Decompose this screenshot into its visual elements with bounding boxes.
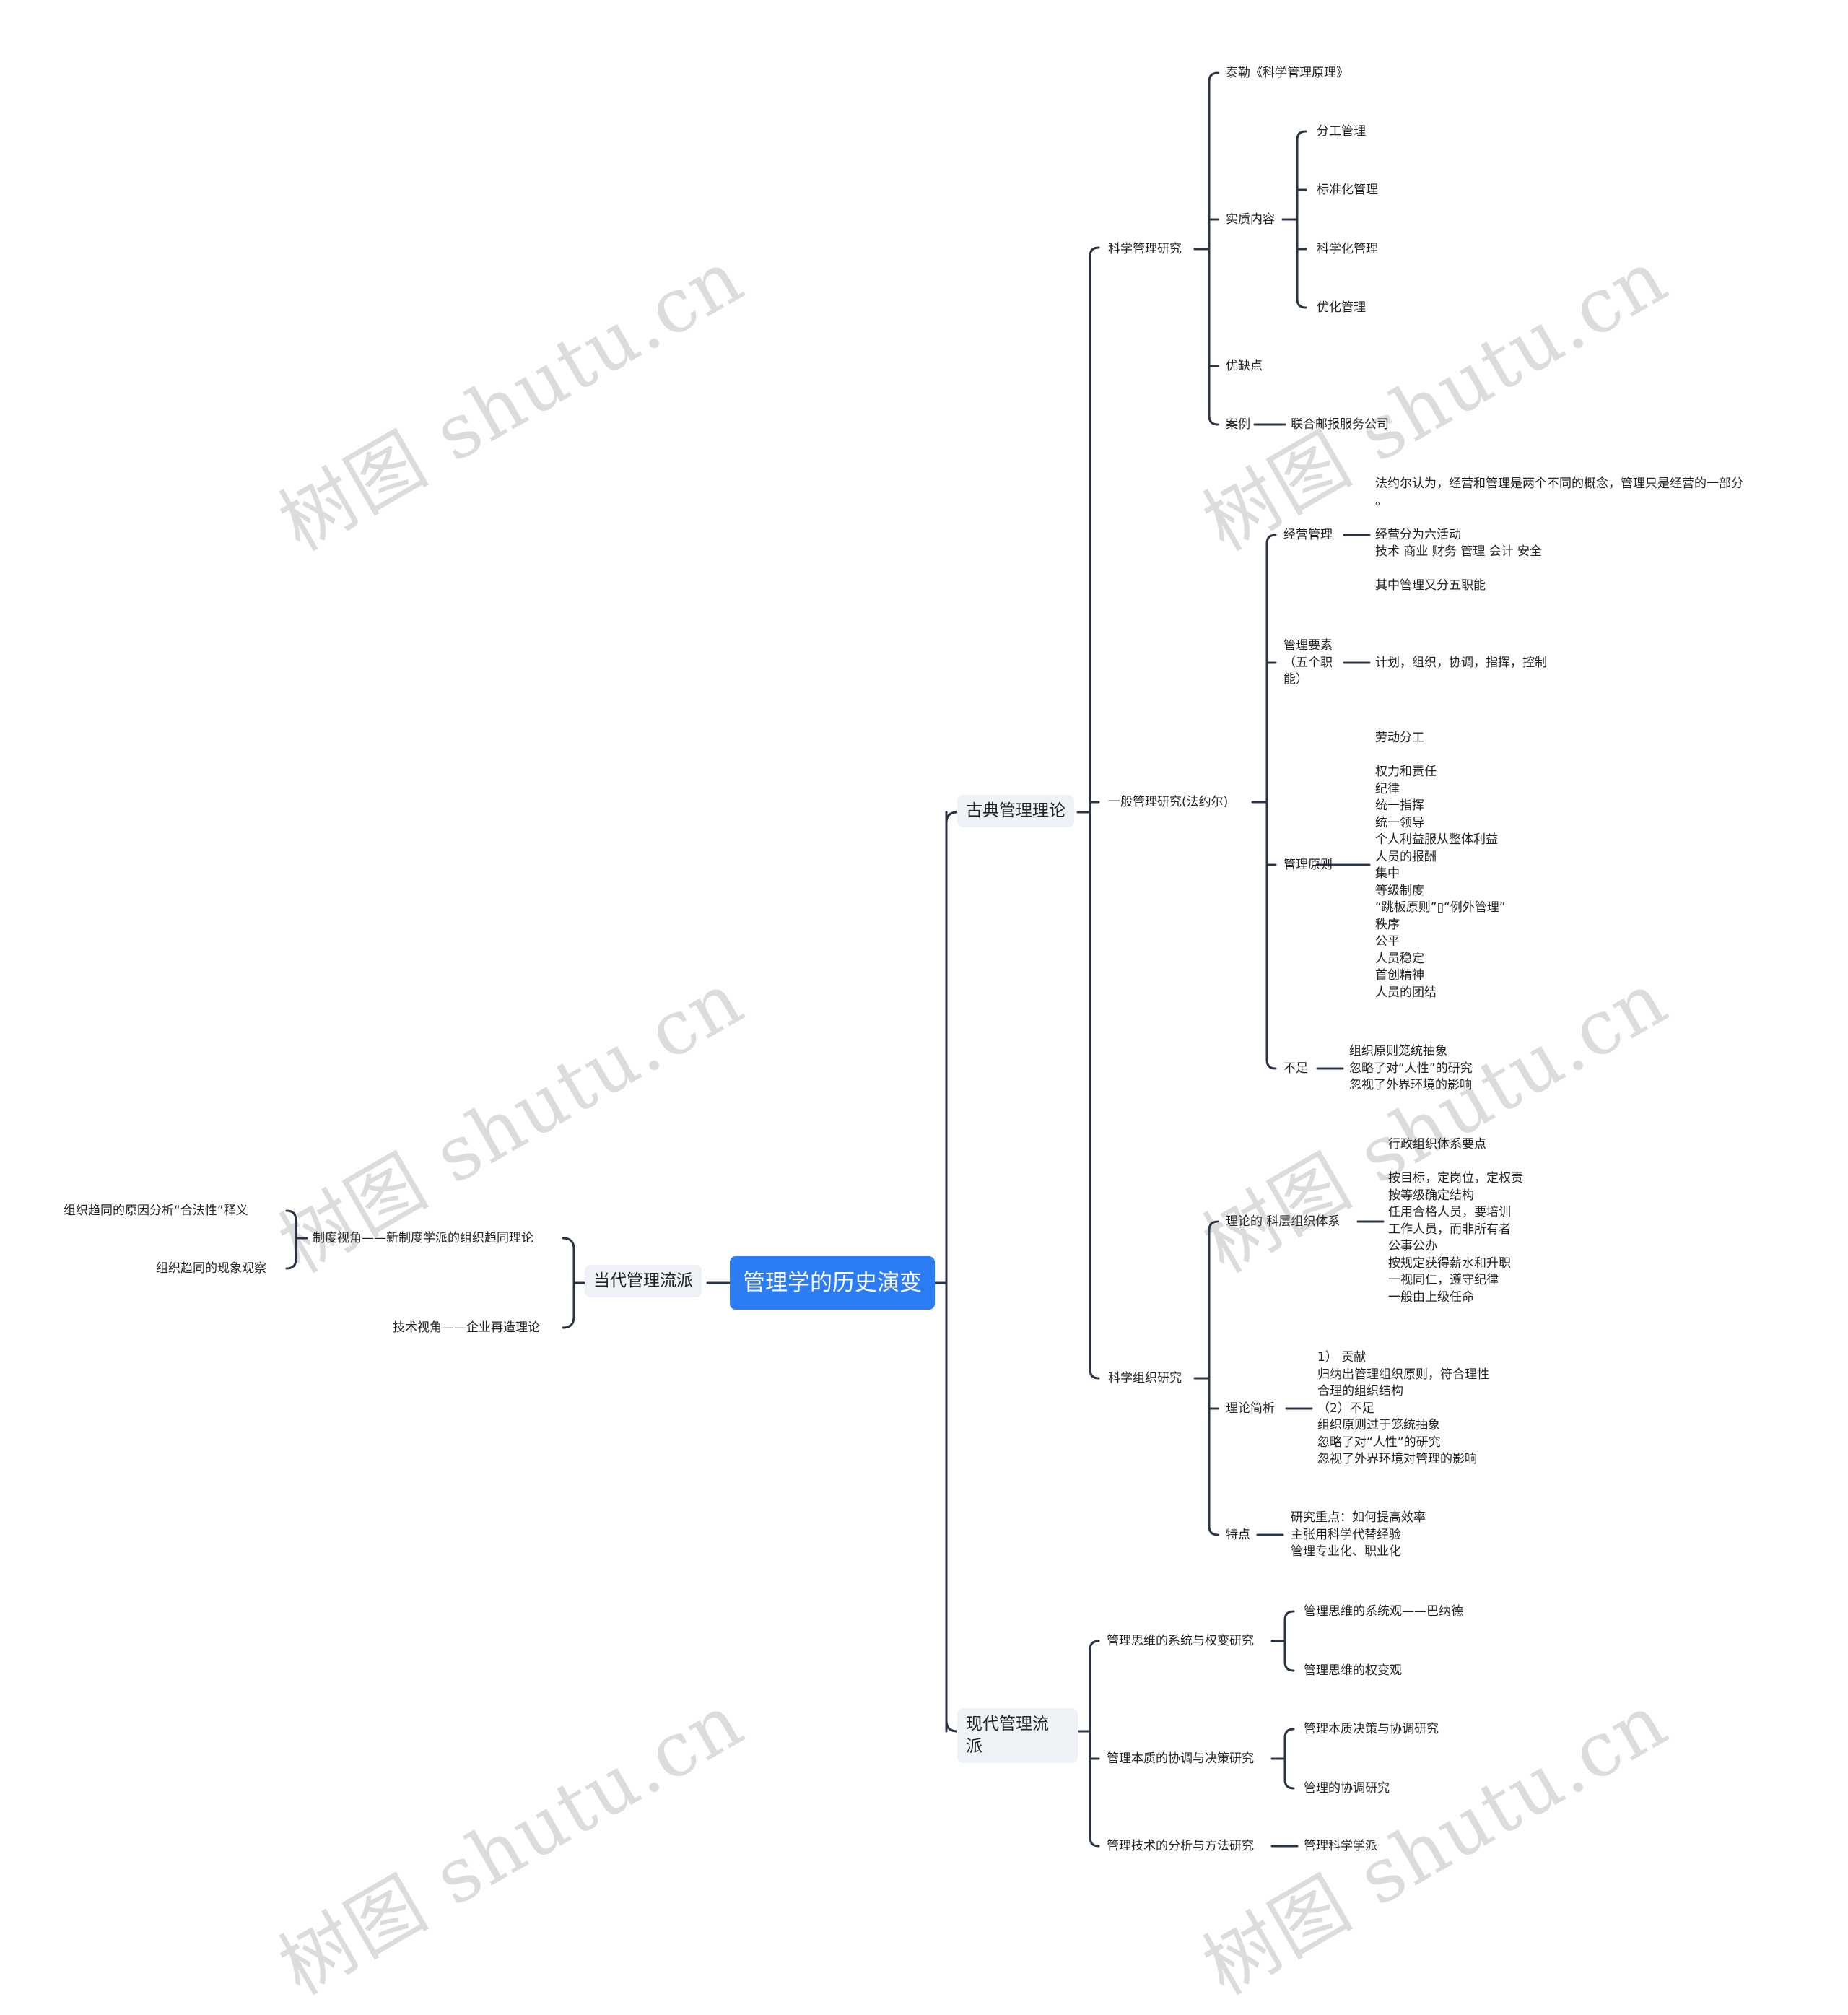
node-features-text[interactable]: 研究重点：如何提高效率 主张用科学代替经验 管理专业化、职业化 (1291, 1510, 1426, 1559)
connector (1089, 246, 1100, 1380)
node-analysis[interactable]: 理论简析 (1226, 1401, 1275, 1416)
node-essence[interactable]: 实质内容 (1226, 212, 1275, 227)
node-sci-org[interactable]: 科学组织研究 (1108, 1371, 1182, 1385)
node-essence-item[interactable]: 科学化管理 (1317, 242, 1378, 256)
connector (1283, 1610, 1295, 1672)
node-system[interactable]: 管理思维的系统与权变研究 (1107, 1634, 1254, 1648)
node-bureau-text[interactable]: 行政组织体系要点 按目标，定岗位，定权责 按等级确定结构 任用合格人员，要培训 … (1388, 1137, 1523, 1305)
node-case-value[interactable]: 联合邮报服务公司 (1291, 417, 1389, 432)
node-features[interactable]: 特点 (1226, 1528, 1250, 1542)
mind-map-canvas: 树图 shutu.cn 树图 shutu.cn 树图 shutu.cn 树图 s… (64, 66, 1743, 2011)
node-legitimacy[interactable]: 组织趋同的原因分析“合法性”释义 (64, 1204, 248, 1218)
topic-classical[interactable]: 古典管理理论 (957, 795, 1074, 827)
connector (1089, 1640, 1100, 1848)
node-pros-cons[interactable]: 优缺点 (1226, 359, 1263, 373)
node-essence-item[interactable]: 标准化管理 (1317, 183, 1378, 197)
node-technique[interactable]: 管理技术的分析与方法研究 (1107, 1839, 1254, 1853)
node-taylor[interactable]: 泰勒《科学管理原理》 (1226, 66, 1348, 80)
node-system-item[interactable]: 管理思维的权变观 (1304, 1663, 1402, 1678)
node-essence-study[interactable]: 管理本质的协调与决策研究 (1107, 1751, 1254, 1766)
connector (562, 1237, 575, 1329)
connector (1296, 130, 1307, 309)
connector-lines (285, 71, 1385, 1848)
topic-modern[interactable]: 现代管理流 派 (957, 1708, 1078, 1763)
node-general[interactable]: 一般管理研究(法约尔) (1108, 795, 1229, 809)
node-principles-text[interactable]: 劳动分工 权力和责任 纪律 统一指挥 统一领导 个人利益服从整体利益 人员的报酬… (1375, 731, 1506, 1000)
connector (1265, 534, 1277, 1070)
node-shortcoming[interactable]: 不足 (1283, 1061, 1308, 1076)
node-sci-mgmt[interactable]: 科学管理研究 (1108, 242, 1182, 256)
node-institutional[interactable]: 制度视角——新制度学派的组织趋同理论 (313, 1231, 533, 1245)
connector (1208, 71, 1219, 426)
node-bureau[interactable]: 理论的 科层组织体系 (1226, 1214, 1341, 1229)
connector (945, 811, 959, 1733)
node-system-item[interactable]: 管理思维的系统观——巴纳德 (1304, 1604, 1463, 1619)
connector (1283, 1728, 1295, 1790)
node-operation-text[interactable]: 法约尔认为，经营和管理是两个不同的概念，管理只是经营的一部分 。 经营分为六活动… (1375, 476, 1743, 593)
connector (285, 1209, 297, 1270)
node-elements[interactable]: 管理要素 （五个职 能） (1283, 638, 1333, 687)
node-essence-study-item[interactable]: 管理本质决策与协调研究 (1304, 1722, 1439, 1736)
node-technique-item[interactable]: 管理科学学派 (1304, 1839, 1377, 1853)
connector (1265, 661, 1277, 866)
node-analysis-text[interactable]: 1） 贡献 归纳出管理组织原则，符合理性 合理的组织结构 （2）不足 组织原则过… (1317, 1350, 1489, 1466)
node-essence-item[interactable]: 优化管理 (1317, 300, 1366, 315)
topic-contemporary[interactable]: 当代管理流派 (585, 1265, 702, 1297)
node-shortcoming-text[interactable]: 组织原则笼统抽象 忽略了对“人性”的研究 忽视了外界环境的影响 (1349, 1044, 1473, 1092)
connector (1296, 188, 1307, 251)
connector (1208, 218, 1219, 367)
node-essence-study-item[interactable]: 管理的协调研究 (1304, 1781, 1390, 1796)
connector (1208, 1220, 1219, 1536)
node-operation[interactable]: 经营管理 (1283, 528, 1333, 542)
node-technical[interactable]: 技术视角——企业再造理论 (393, 1320, 540, 1335)
node-observation[interactable]: 组织趋同的现象观察 (156, 1261, 266, 1276)
root-topic[interactable]: 管理学的历史演变 (730, 1256, 935, 1310)
node-essence-item[interactable]: 分工管理 (1317, 124, 1366, 139)
node-principles[interactable]: 管理原则 (1283, 858, 1333, 872)
node-elements-text[interactable]: 计划，组织，协调，指挥，控制 (1375, 656, 1547, 670)
node-case[interactable]: 案例 (1226, 417, 1250, 432)
